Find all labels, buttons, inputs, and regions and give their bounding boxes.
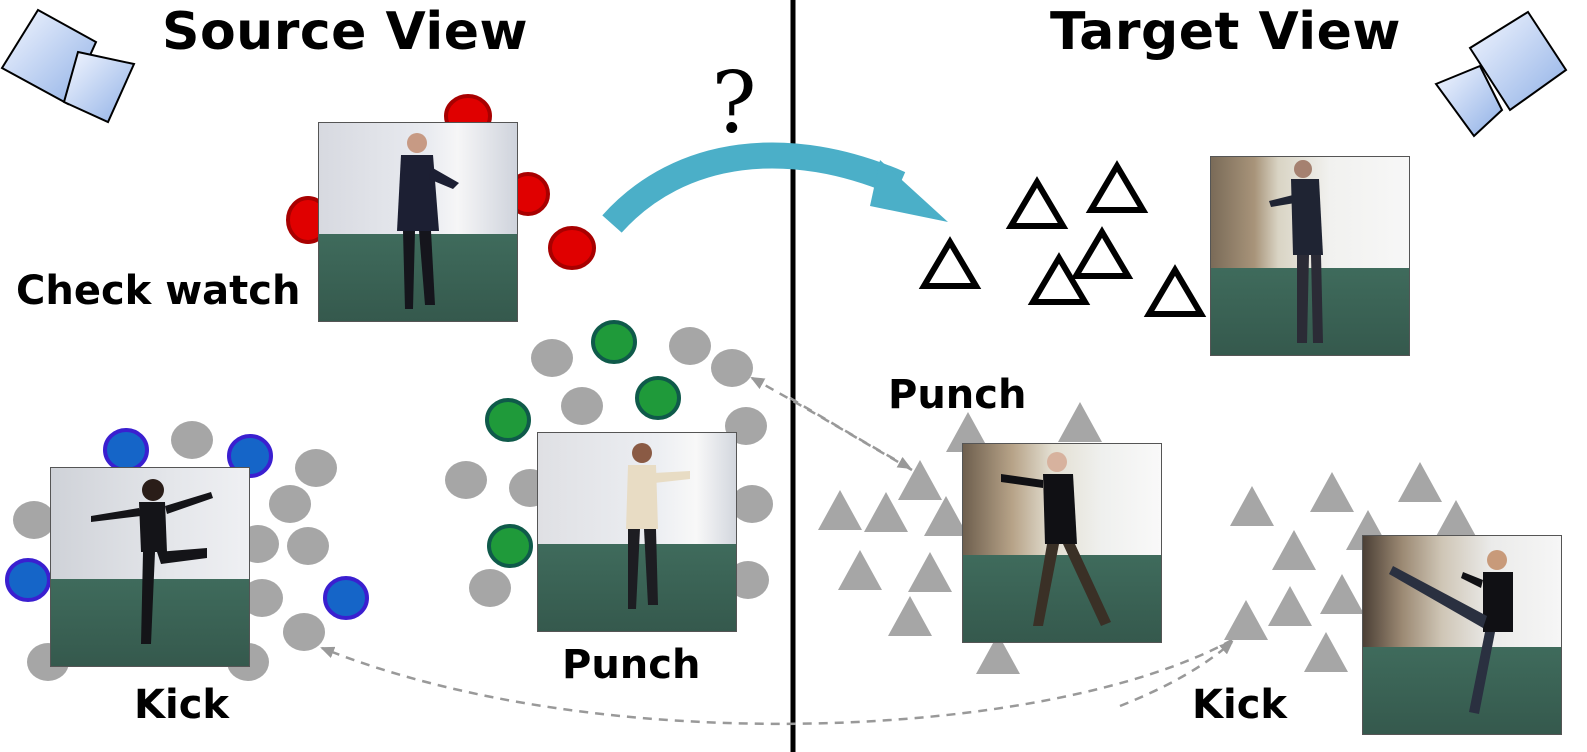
dashed-arrow-kick-reverse bbox=[1119, 640, 1234, 708]
camera-icon bbox=[0, 8, 136, 124]
label-check-watch: Check watch bbox=[16, 268, 301, 314]
target-unlabeled-triangles bbox=[918, 160, 1207, 317]
dashed-arrow-punch-reverse bbox=[789, 396, 912, 470]
photo-target-unknown bbox=[1210, 156, 1410, 356]
source-kick-cluster bbox=[5, 428, 369, 620]
source-view-title: Source View bbox=[162, 2, 528, 62]
source-punch-cluster bbox=[485, 320, 681, 568]
target-kick-triangles bbox=[1224, 462, 1478, 672]
source-kick-cluster-neutral bbox=[13, 421, 337, 681]
transfer-arrow bbox=[602, 142, 948, 233]
label-target-kick: Kick bbox=[1192, 682, 1288, 728]
photo-target-punch bbox=[962, 443, 1162, 643]
target-view-title: Target View bbox=[1050, 2, 1401, 62]
question-mark: ? bbox=[711, 54, 756, 152]
photo-source-punch bbox=[537, 432, 737, 632]
camera-icon bbox=[1434, 10, 1568, 138]
photo-target-kick bbox=[1362, 535, 1562, 735]
dashed-arrow-kick bbox=[320, 638, 1233, 726]
label-target-punch: Punch bbox=[888, 372, 1027, 418]
target-punch-triangles bbox=[818, 402, 1102, 674]
photo-check-watch bbox=[318, 122, 518, 322]
label-source-punch: Punch bbox=[562, 642, 701, 688]
label-source-kick: Kick bbox=[134, 682, 230, 728]
photo-source-kick bbox=[50, 467, 250, 667]
